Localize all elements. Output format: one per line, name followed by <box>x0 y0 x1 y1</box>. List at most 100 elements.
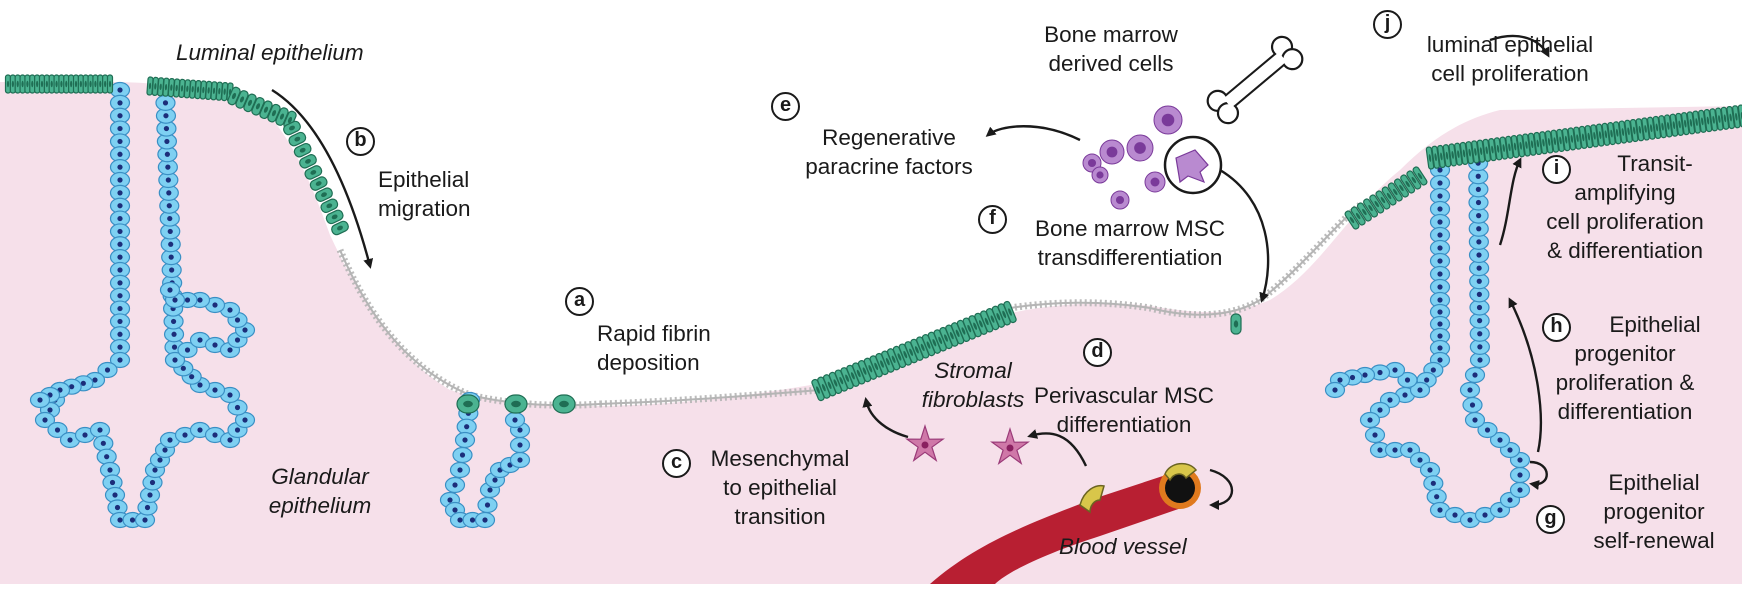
cell-nucleus <box>1234 320 1238 327</box>
cell-nucleus <box>165 165 170 170</box>
cell-nucleus <box>1477 331 1482 336</box>
cell-nucleus <box>168 229 173 234</box>
cell-nucleus <box>117 190 122 195</box>
cell-nucleus <box>51 81 53 87</box>
cell-nucleus <box>147 492 152 497</box>
cell-nucleus <box>164 139 169 144</box>
cell-nucleus <box>447 497 452 502</box>
luminal-cell <box>83 75 88 93</box>
cell-nucleus <box>41 81 43 87</box>
cell-nucleus <box>242 417 247 422</box>
luminal-cell <box>98 75 103 93</box>
cell-nucleus <box>212 387 217 392</box>
cell-nucleus <box>117 229 122 234</box>
cell-nucleus <box>55 81 57 87</box>
cell-nucleus <box>166 177 171 182</box>
cell-nucleus <box>462 437 467 442</box>
cell-nucleus <box>1472 372 1477 377</box>
cell-nucleus <box>104 454 109 459</box>
step-b-badge: b <box>346 127 375 156</box>
luminal-cell <box>93 75 98 93</box>
step-c-badge: c <box>662 449 691 478</box>
cell-nucleus <box>112 492 117 497</box>
cell-nucleus <box>117 216 122 221</box>
cell-nucleus <box>1437 309 1442 314</box>
cell-nucleus <box>1332 387 1337 392</box>
glandular-cell <box>506 413 525 428</box>
cell-nucleus <box>1437 321 1442 326</box>
cell-nucleus <box>1477 292 1482 297</box>
cell-nucleus <box>169 267 174 272</box>
cell-nucleus <box>1427 467 1432 472</box>
cell-nucleus <box>1477 305 1482 310</box>
glandular-cell <box>1511 483 1530 498</box>
glandular-cell <box>456 433 475 448</box>
cell-nucleus <box>1517 472 1522 477</box>
cell-nucleus <box>463 401 473 407</box>
cell-nucleus <box>452 507 457 512</box>
luminal-cell <box>74 75 79 93</box>
luminal-cell <box>30 75 35 93</box>
cell-nucleus <box>171 319 176 324</box>
luminal-cell <box>54 75 59 93</box>
step-a-badge: a <box>565 287 594 316</box>
luminal-cell <box>88 75 93 93</box>
cell-nucleus <box>1437 345 1442 350</box>
cell-nucleus <box>89 81 91 87</box>
cell-nucleus <box>152 467 157 472</box>
glandular-cell <box>446 478 465 493</box>
luminal-cell <box>59 75 64 93</box>
cell-nucleus <box>31 81 33 87</box>
cell-nucleus <box>117 319 122 324</box>
cell-nucleus <box>1350 375 1355 380</box>
cell-nucleus <box>70 81 72 87</box>
cell-nucleus <box>1437 271 1442 276</box>
luminal-cell <box>108 75 113 93</box>
glandular-cell <box>476 513 495 528</box>
cell-nucleus <box>1482 512 1487 517</box>
cell-nucleus <box>482 517 487 522</box>
bone-marrow-cell <box>1145 172 1165 192</box>
cell-nucleus <box>145 505 150 510</box>
cell-nucleus <box>1507 497 1512 502</box>
cell-nucleus <box>1431 367 1436 372</box>
cell-nucleus <box>1367 417 1372 422</box>
cell-nucleus <box>80 81 82 87</box>
cell-nucleus <box>227 307 232 312</box>
cell-nucleus <box>117 517 122 522</box>
cell-nucleus <box>212 342 217 347</box>
luminal-cell <box>103 75 108 93</box>
cell-nucleus <box>7 81 9 87</box>
cell-nucleus <box>197 427 202 432</box>
cell-nucleus <box>167 216 172 221</box>
cell-nucleus <box>117 280 122 285</box>
cell-nucleus <box>42 417 47 422</box>
cell-nucleus <box>1402 392 1407 397</box>
bone-marrow-cell <box>1092 167 1108 183</box>
cell-nucleus <box>464 424 469 429</box>
glandular-cell <box>1424 476 1443 491</box>
glandular-cell <box>1511 468 1530 483</box>
cell-nucleus <box>117 255 122 260</box>
cell-nucleus <box>1477 318 1482 323</box>
cell-nucleus <box>1437 297 1442 302</box>
cell-nucleus <box>235 337 240 342</box>
cell-nucleus <box>117 126 122 131</box>
cell-nucleus <box>107 467 112 472</box>
cell-nucleus <box>117 242 122 247</box>
cell-nucleus <box>1437 232 1442 237</box>
cell-nucleus <box>1107 147 1118 158</box>
cell-nucleus <box>97 427 102 432</box>
glandular-cell <box>1361 413 1380 428</box>
cell-nucleus <box>185 347 190 352</box>
cell-nucleus <box>197 297 202 302</box>
cell-nucleus <box>1476 252 1481 257</box>
glandular-cell <box>453 448 472 463</box>
cell-nucleus <box>1476 239 1481 244</box>
luminal-cell <box>505 395 527 413</box>
glandular-cell <box>1466 413 1485 428</box>
luminal-cell <box>457 395 479 413</box>
